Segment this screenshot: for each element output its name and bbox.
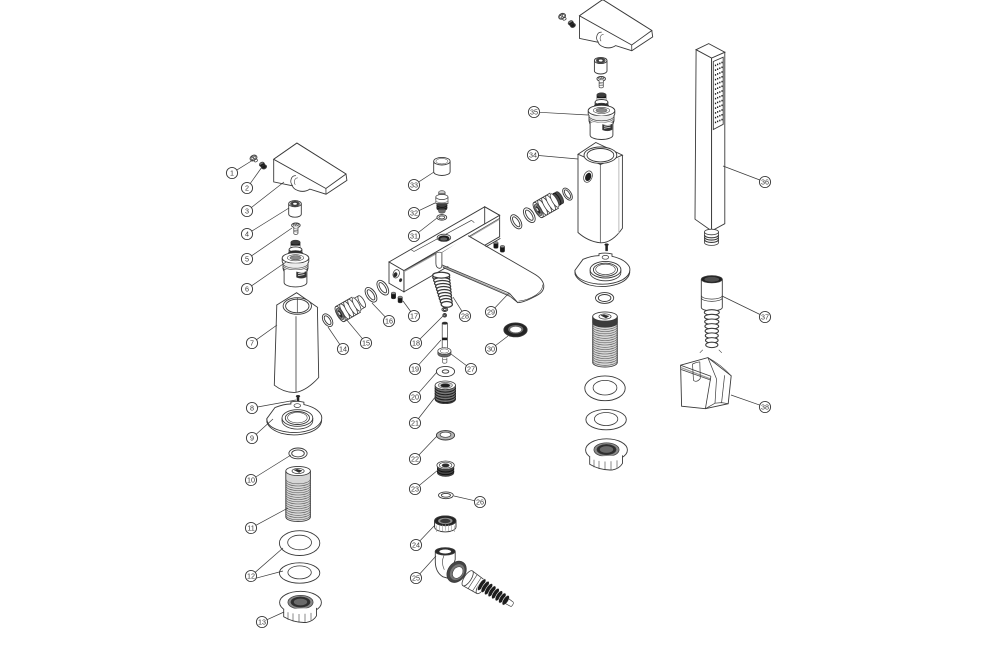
svg-text:16: 16 (385, 316, 393, 325)
svg-text:31: 31 (410, 231, 418, 240)
svg-text:33: 33 (410, 180, 418, 189)
svg-text:20: 20 (411, 392, 419, 401)
svg-text:15: 15 (362, 338, 370, 347)
svg-text:13: 13 (258, 617, 266, 626)
svg-text:7: 7 (250, 338, 254, 347)
svg-text:4: 4 (245, 229, 249, 238)
svg-text:34: 34 (529, 150, 537, 159)
svg-text:2: 2 (245, 183, 249, 192)
svg-text:27: 27 (467, 364, 475, 373)
svg-text:5: 5 (245, 254, 249, 263)
svg-text:37: 37 (761, 312, 769, 321)
svg-text:23: 23 (411, 484, 419, 493)
svg-text:8: 8 (250, 403, 254, 412)
svg-text:26: 26 (476, 497, 484, 506)
svg-text:11: 11 (247, 523, 254, 532)
svg-text:32: 32 (410, 208, 418, 217)
svg-text:30: 30 (487, 344, 495, 353)
svg-text:28: 28 (461, 311, 469, 320)
svg-text:22: 22 (411, 454, 419, 463)
svg-text:12: 12 (247, 571, 255, 580)
svg-text:17: 17 (410, 311, 418, 320)
svg-text:18: 18 (412, 338, 420, 347)
svg-text:9: 9 (250, 433, 254, 442)
svg-text:29: 29 (487, 307, 495, 316)
svg-text:38: 38 (761, 402, 769, 411)
svg-text:21: 21 (411, 418, 419, 427)
svg-text:3: 3 (245, 206, 249, 215)
svg-text:35: 35 (530, 107, 538, 116)
svg-text:14: 14 (339, 344, 347, 353)
svg-text:19: 19 (411, 364, 419, 373)
svg-text:24: 24 (412, 540, 420, 549)
svg-text:1: 1 (230, 168, 234, 177)
svg-text:36: 36 (761, 177, 769, 186)
svg-text:10: 10 (247, 475, 255, 484)
svg-text:25: 25 (412, 573, 420, 582)
svg-text:6: 6 (245, 284, 249, 293)
